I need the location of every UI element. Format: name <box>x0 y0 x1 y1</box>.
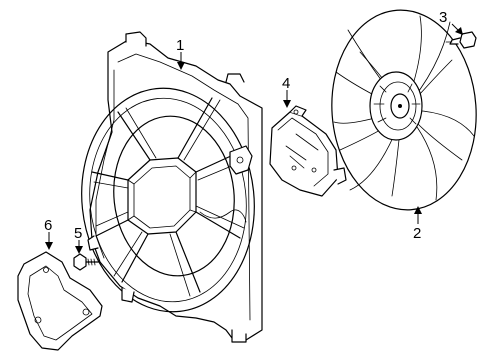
fan-blade <box>331 9 477 211</box>
callout-1: 1 <box>176 37 184 54</box>
fan-control-module <box>269 105 347 197</box>
fan-shroud <box>81 31 263 343</box>
screw <box>73 253 99 271</box>
bolt <box>445 31 477 49</box>
leader-lines <box>45 23 463 254</box>
callout-3: 3 <box>439 9 447 26</box>
callout-2: 2 <box>413 225 421 242</box>
callout-6: 6 <box>44 217 52 234</box>
cover-shield <box>17 251 103 351</box>
callout-4: 4 <box>282 75 290 92</box>
callout-5: 5 <box>74 225 82 242</box>
